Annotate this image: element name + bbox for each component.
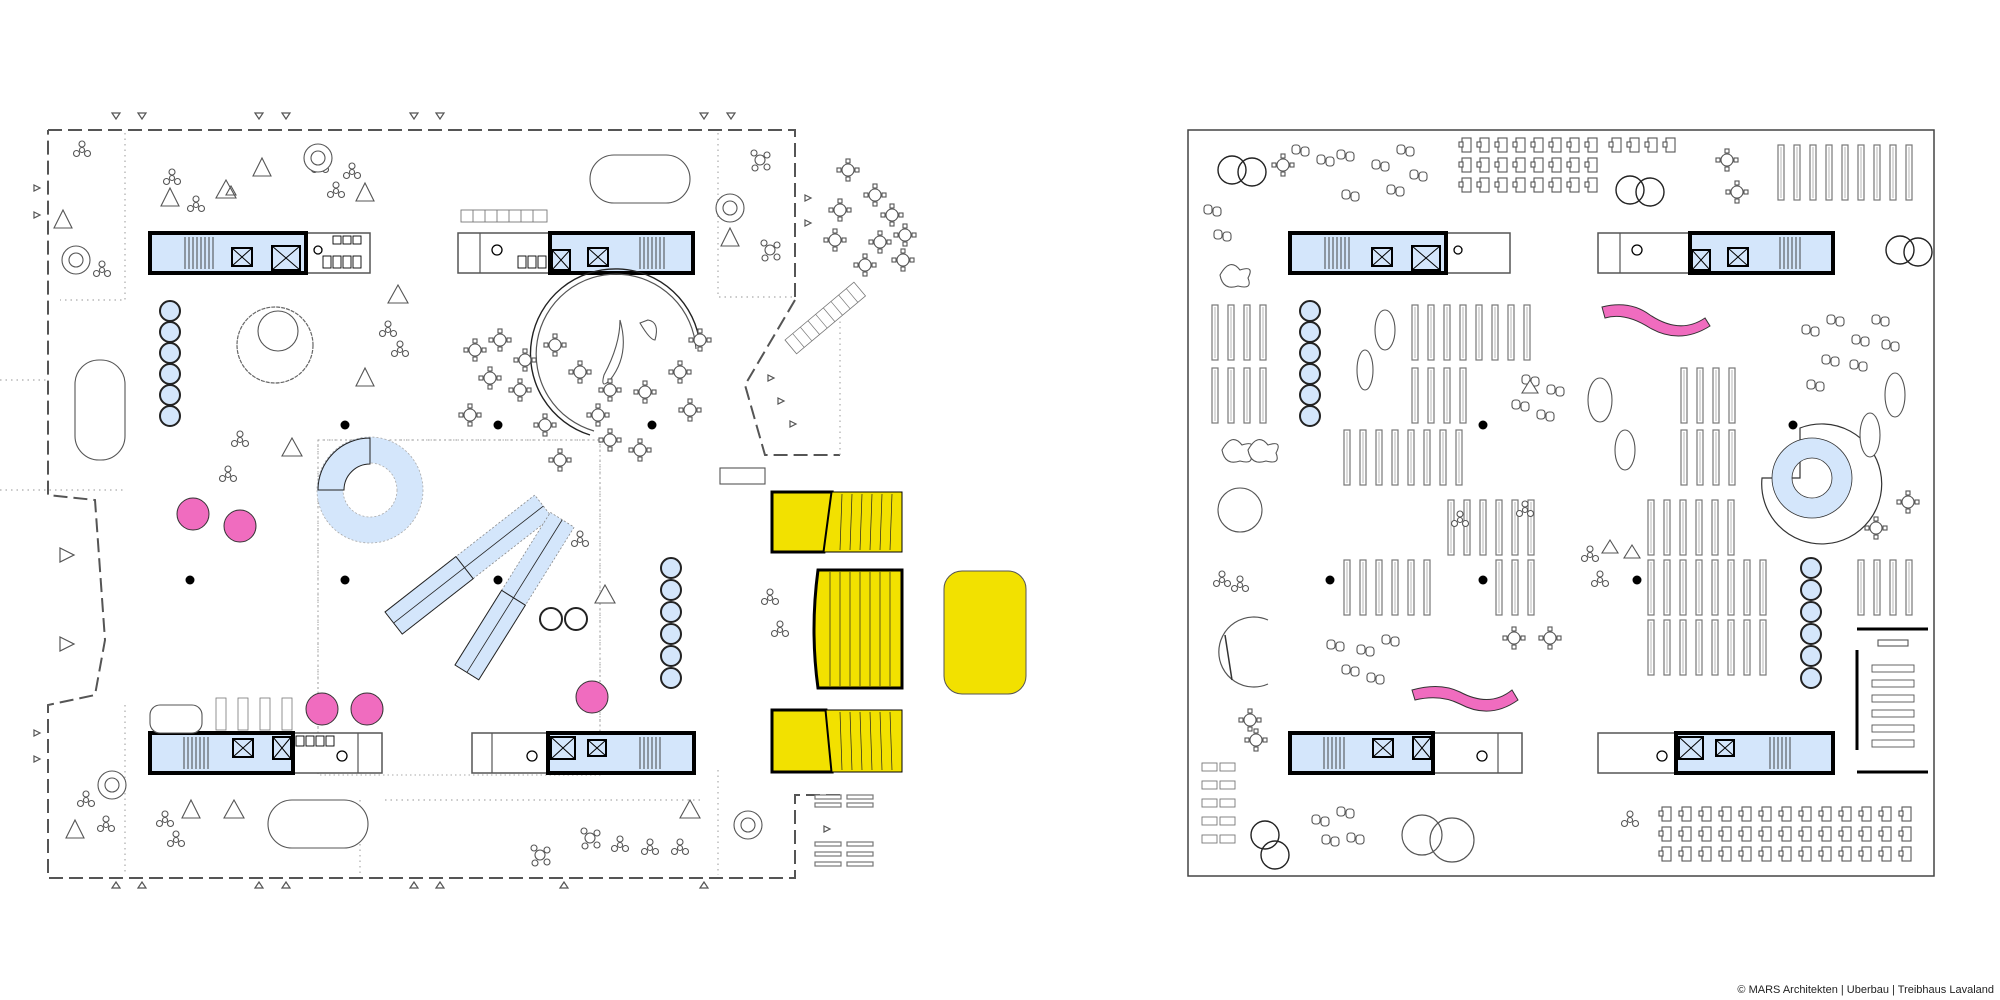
bike-parking (215, 697, 293, 731)
ground-floor-cores (148, 209, 696, 775)
reading-pods (176, 497, 609, 726)
service-core (1597, 731, 1835, 775)
spiral-staircase (1761, 423, 1883, 545)
copyright-credit: © MARS Architekten | Uberbau | Treibhaus… (1737, 984, 1994, 996)
pink-benches (1411, 304, 1711, 712)
service-core (1288, 231, 1511, 275)
entrance-markers (33, 112, 832, 889)
service-core (1597, 231, 1835, 275)
arena-seating (236, 268, 701, 436)
floor-outline (1187, 129, 1935, 877)
spiral-staircase (316, 436, 424, 544)
service-core (471, 731, 696, 775)
structural-columns (1325, 420, 1798, 585)
upper-floor-cores (1288, 231, 1835, 775)
scattered-furniture (53, 140, 917, 867)
atrium-outline (317, 439, 601, 776)
lounge-chairs (1201, 762, 1236, 844)
service-core (457, 209, 695, 275)
glass-elevator-tubes (159, 300, 682, 689)
classroom (1855, 627, 1928, 774)
auditorium (770, 490, 1027, 774)
upper-floor-plan (1187, 129, 1935, 877)
scattered-furniture (1203, 144, 1933, 870)
bike-rack (460, 209, 548, 223)
bench-rows (814, 794, 874, 867)
stage (943, 570, 1027, 695)
service-core (148, 731, 383, 775)
escalators (384, 494, 575, 681)
reading-circles (1217, 487, 1475, 863)
service-core (1288, 731, 1523, 775)
structural-columns (185, 420, 657, 585)
glass-elevator-tubes (1299, 300, 1822, 689)
outdoor-steps (784, 281, 867, 355)
round-booths (539, 607, 588, 631)
facade-outline (47, 129, 840, 879)
service-core (148, 231, 371, 275)
